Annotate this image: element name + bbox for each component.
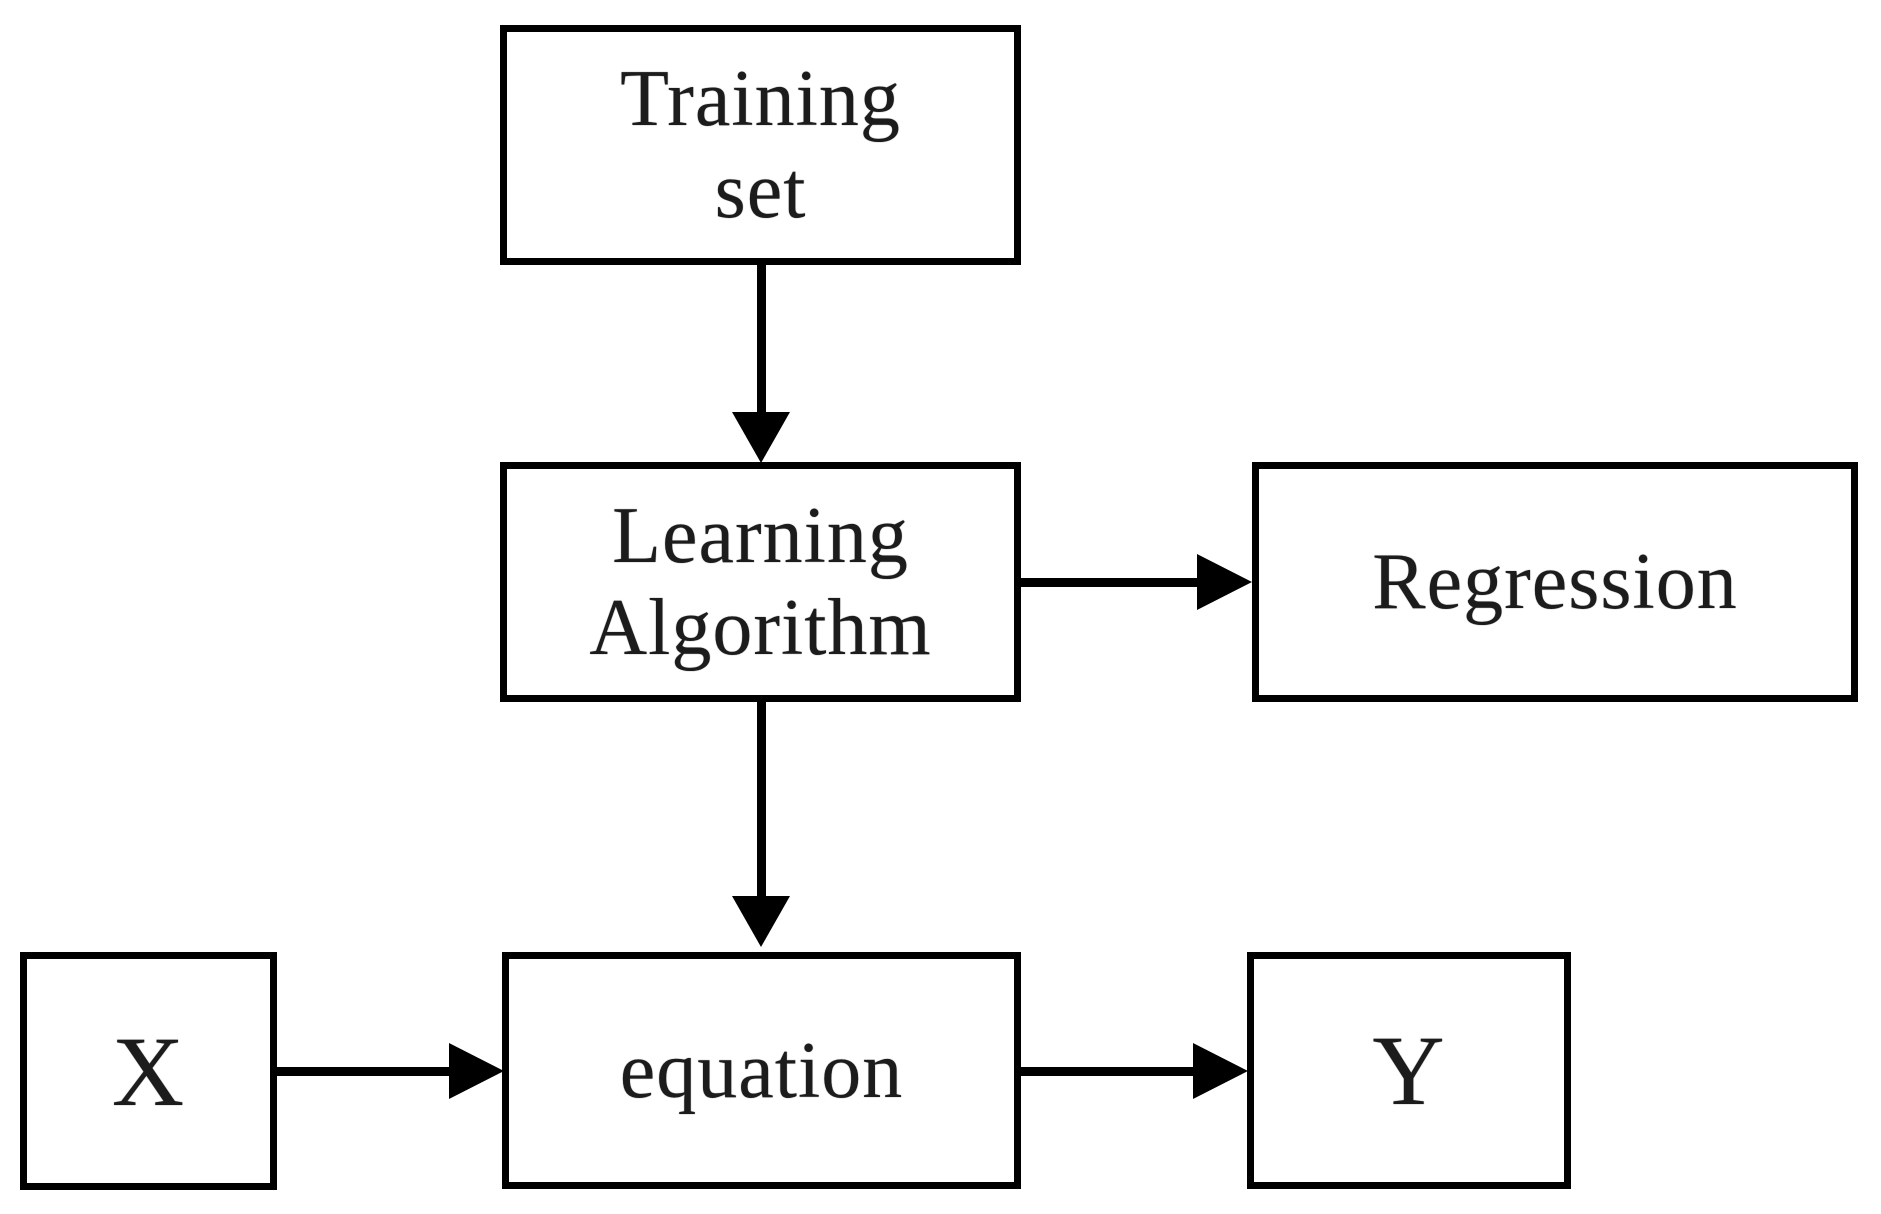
arrow-training-to-learning-shaft — [757, 265, 766, 415]
arrowhead-right-icon — [449, 1043, 504, 1099]
node-equation-label: equation — [619, 1026, 904, 1115]
node-training-set-label-line1: Training — [620, 55, 901, 143]
node-regression: Regression — [1252, 462, 1858, 702]
arrowhead-right-icon — [1193, 1043, 1248, 1099]
node-input-x-label: X — [111, 1015, 186, 1127]
node-regression-label: Regression — [1372, 538, 1738, 626]
arrow-learning-to-equation-shaft — [757, 701, 766, 897]
arrowhead-down-icon — [732, 896, 790, 947]
node-training-set-label-line2: set — [714, 147, 807, 235]
node-output-y-label: Y — [1372, 1015, 1446, 1126]
node-learning-algorithm: Learning Algorithm — [500, 462, 1021, 702]
node-learning-algorithm-label-line1: Learning — [612, 492, 909, 580]
node-training-set: Training set — [500, 25, 1021, 265]
node-learning-algorithm-label-line2: Algorithm — [589, 584, 932, 672]
arrowhead-down-icon — [732, 412, 790, 463]
node-input-x: X — [20, 952, 277, 1190]
arrow-equation-to-y-shaft — [1021, 1067, 1195, 1076]
node-output-y: Y — [1247, 952, 1571, 1189]
arrow-x-to-equation-shaft — [277, 1067, 451, 1076]
node-equation: equation — [502, 952, 1021, 1189]
arrowhead-right-icon — [1197, 554, 1252, 610]
arrow-learning-to-regression-shaft — [1021, 578, 1199, 587]
